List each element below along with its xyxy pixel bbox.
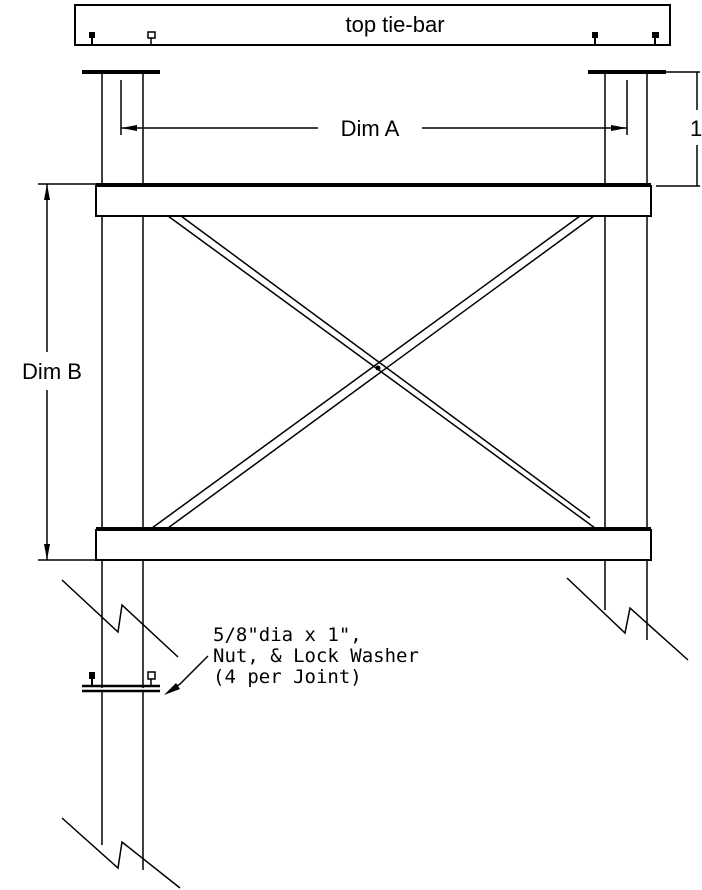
dim-b-dimension: Dim B bbox=[22, 183, 96, 561]
upper-horizontal-brace bbox=[95, 185, 652, 217]
tie-bar-bolt-icon bbox=[592, 32, 598, 45]
dim-a-dimension: Dim A bbox=[120, 80, 628, 141]
bolt-note: 5/8"dia x 1", Nut, & Lock Washer (4 per … bbox=[213, 624, 419, 688]
left-leg bbox=[101, 72, 144, 870]
right-leg bbox=[604, 72, 648, 640]
lower-horizontal-brace bbox=[95, 529, 652, 561]
bolt-note-line2: Nut, & Lock Washer bbox=[213, 645, 419, 667]
bolt-icon bbox=[89, 672, 95, 686]
lower-flange-joint bbox=[82, 671, 160, 693]
x-bracing bbox=[151, 215, 596, 529]
bolt-note-leader bbox=[164, 655, 209, 695]
tie-bar-bolt-icon bbox=[147, 31, 156, 45]
dim-b-label: Dim B bbox=[22, 359, 82, 384]
tie-bar-bolt-icon bbox=[89, 32, 95, 45]
bolt-note-line3: (4 per Joint) bbox=[213, 666, 362, 688]
top-tie-bar-label: top tie-bar bbox=[345, 12, 444, 37]
left-lower-break-line bbox=[61, 817, 181, 889]
right-vertical-dimension: 1 bbox=[656, 71, 702, 187]
bolt-icon bbox=[147, 671, 156, 686]
bolt-note-line1: 5/8"dia x 1", bbox=[213, 624, 362, 646]
right-break-line bbox=[566, 577, 689, 661]
top-tie-bar: top tie-bar bbox=[74, 4, 671, 46]
left-upper-break-line bbox=[61, 579, 179, 658]
tie-bar-bolt-icon bbox=[652, 32, 659, 45]
dim-a-label: Dim A bbox=[341, 116, 400, 141]
dim-c-label: 1 bbox=[690, 116, 702, 141]
